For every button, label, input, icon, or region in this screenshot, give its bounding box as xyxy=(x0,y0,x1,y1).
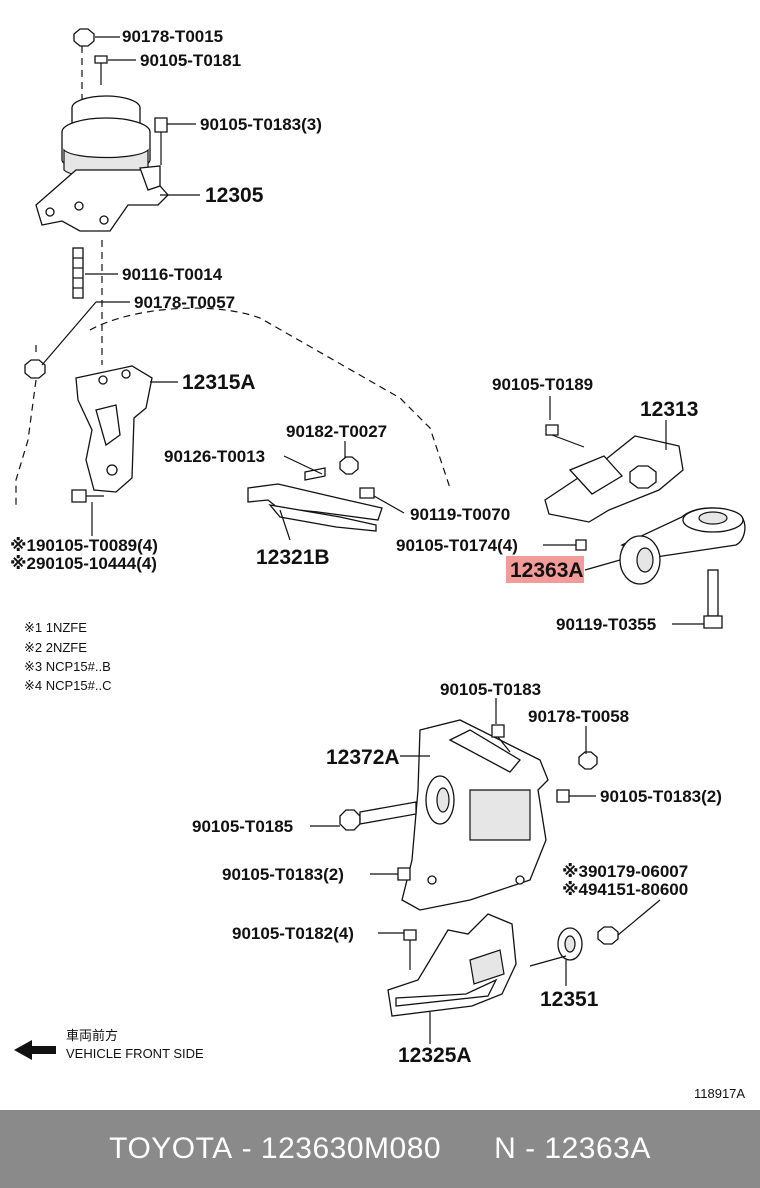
bracket-12321B-drawing xyxy=(247,456,383,532)
callout-12363A: 12363A xyxy=(510,559,584,582)
torque-rod-12363A-drawing xyxy=(575,507,746,629)
callout-90119-T0355: 90119-T0355 xyxy=(556,615,656,634)
callout-90182-T0027: 90182-T0027 xyxy=(286,422,387,441)
engine-mount-12305-drawing xyxy=(15,28,169,508)
mount-12351-drawing xyxy=(557,926,619,961)
note-1: ※1 1NZFE xyxy=(24,620,87,635)
note-3: ※3 NCP15#..B xyxy=(24,659,111,674)
callout-12325A: 12325A xyxy=(398,1044,472,1067)
callout-90105-T0183: 90105-T0183 xyxy=(440,680,541,699)
footer-ref: N - 12363A xyxy=(494,1132,651,1165)
callout-90116-T0014: 90116-T0014 xyxy=(122,265,223,284)
callout-90105-T0174-4: 90105-T0174(4) xyxy=(396,536,518,555)
callout-labels: 90178-T0015 90105-T0181 90105-T0183(3) 1… xyxy=(10,27,722,1067)
callout-90178-T0015: 90178-T0015 xyxy=(122,27,223,46)
callout-12315A: 12315A xyxy=(182,371,256,394)
callout-90179-06007: ※390179-06007 xyxy=(562,862,688,881)
highlight-box xyxy=(506,556,584,583)
vehicle-front-arrow-icon xyxy=(14,1040,56,1060)
callout-90105-T0183-2a: 90105-T0183(2) xyxy=(600,787,722,806)
callout-90105-T0181: 90105-T0181 xyxy=(140,51,241,70)
callout-90105-T0183-3: 90105-T0183(3) xyxy=(200,115,322,134)
footer-brand: TOYOTA xyxy=(109,1132,233,1165)
callout-12321B: 12321B xyxy=(256,546,330,569)
callout-90178-T0058: 90178-T0058 xyxy=(528,707,629,726)
parts-diagram: 90178-T0015 90105-T0181 90105-T0183(3) 1… xyxy=(10,27,746,1101)
callout-90105-T0185: 90105-T0185 xyxy=(192,817,293,836)
callout-12351: 12351 xyxy=(540,988,599,1011)
callout-90105-T0089-4: ※190105-T0089(4) xyxy=(10,536,158,555)
variant-notes: ※1 1NZFE ※2 2NZFE ※3 NCP15#..B ※4 NCP15#… xyxy=(24,620,111,693)
bracket-12372A-drawing xyxy=(339,719,598,911)
note-2: ※2 2NZFE xyxy=(24,640,87,655)
callout-90126-T0013: 90126-T0013 xyxy=(164,447,265,466)
guide-line xyxy=(89,307,451,489)
footer-part-number: 123630M080 xyxy=(260,1132,442,1165)
note-4: ※4 NCP15#..C xyxy=(24,678,111,693)
callout-12372A: 12372A xyxy=(326,746,400,769)
callout-90105-T0189: 90105-T0189 xyxy=(492,375,593,394)
callout-94151-80600: ※494151-80600 xyxy=(562,880,688,899)
bracket-12325A-drawing xyxy=(387,913,517,1017)
direction-en: VEHICLE FRONT SIDE xyxy=(66,1046,204,1061)
figure-id: 118917A xyxy=(694,1086,745,1101)
callout-12313: 12313 xyxy=(640,398,698,421)
callout-90178-T0057: 90178-T0057 xyxy=(134,293,235,312)
direction-jp: 車両前方 xyxy=(66,1028,118,1043)
callout-90119-T0070: 90119-T0070 xyxy=(410,505,510,524)
callout-12305: 12305 xyxy=(205,184,264,207)
callout-90105-T0183-2b: 90105-T0183(2) xyxy=(222,865,344,884)
callout-90105-10444-4: ※290105-10444(4) xyxy=(10,554,157,573)
footer-bar: TOYOTA - 123630M080 N - 12363A xyxy=(0,1110,760,1188)
leader-lines xyxy=(41,36,704,1044)
bracket-12313-drawing xyxy=(544,424,684,523)
callout-90105-T0182-4: 90105-T0182(4) xyxy=(232,924,354,943)
